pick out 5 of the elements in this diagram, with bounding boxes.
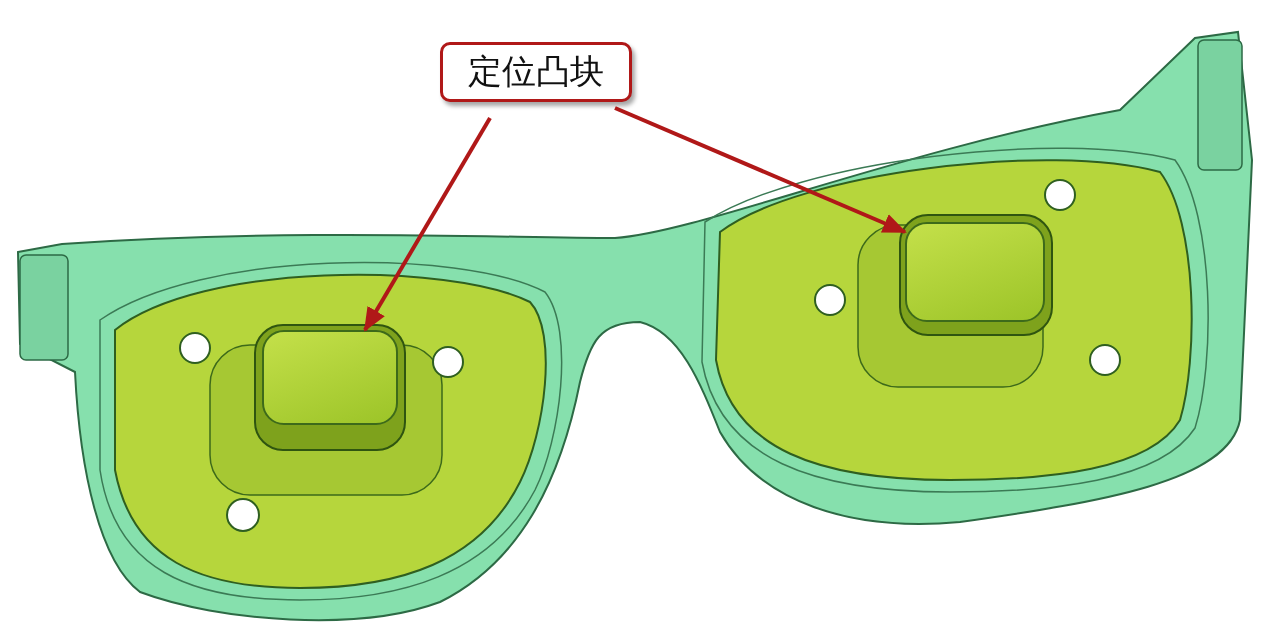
callout-box: 定位凸块 [440, 42, 632, 102]
positioning-boss [905, 222, 1045, 322]
positioning-boss [262, 330, 398, 425]
leader-arrow [614, 106, 907, 234]
leader-arrow [363, 117, 492, 332]
